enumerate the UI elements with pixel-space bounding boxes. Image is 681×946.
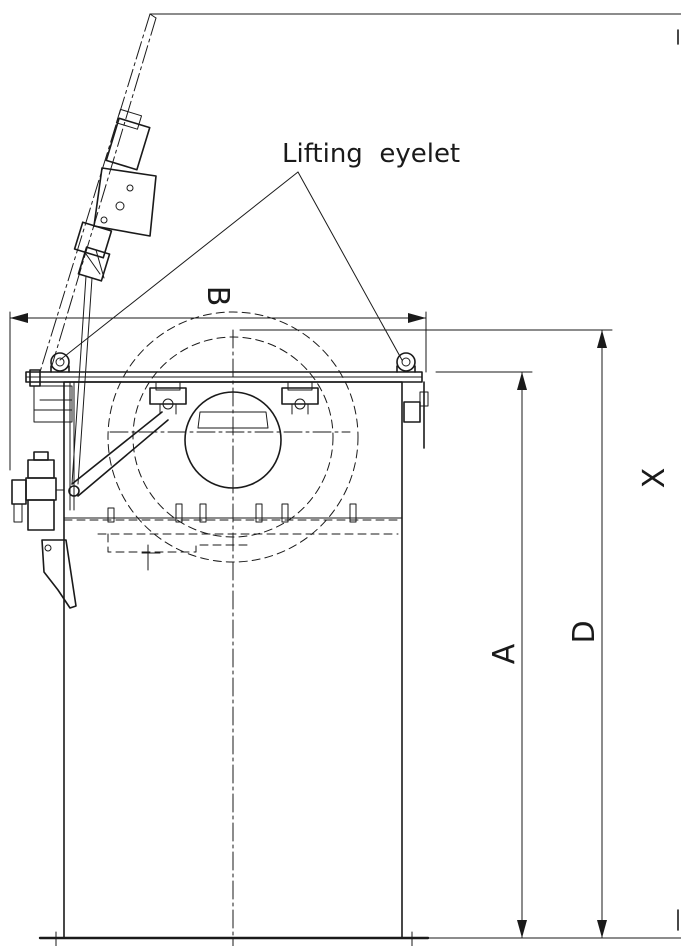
lifting-eyelet-right [396, 352, 416, 373]
open-lid-outline [39, 13, 681, 485]
latch-left [149, 381, 187, 415]
dimension-b-label: B [200, 286, 235, 307]
dimension-d-label: D [567, 620, 602, 643]
lifting-eyelet-left [50, 352, 70, 373]
latch-right [281, 381, 319, 415]
housing-body [38, 381, 430, 946]
pressure-regulator [11, 451, 77, 609]
lid-linkage [68, 381, 169, 511]
fan-housing-circles [107, 311, 359, 563]
dimension-d [239, 329, 681, 939]
right-handle [403, 381, 429, 449]
dimension-a [435, 371, 533, 939]
dimension-b [9, 311, 427, 471]
top-lid [25, 369, 423, 423]
dimension-a-label: A [487, 643, 522, 664]
lifting-eyelet-callout: Lifting eyelet [282, 139, 460, 169]
open-lid-mechanism [73, 108, 157, 282]
flange-bolts [107, 503, 357, 523]
callout-leaders [59, 171, 403, 361]
dimension-x-label: X [637, 468, 672, 489]
